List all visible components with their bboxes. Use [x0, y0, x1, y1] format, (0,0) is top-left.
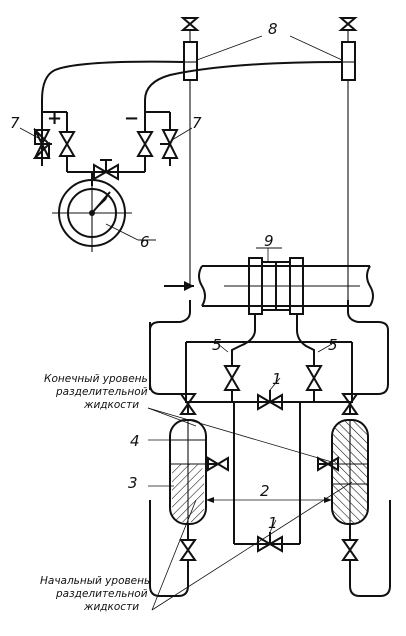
- purge-valve-right: [160, 112, 179, 166]
- callout-2: 2: [260, 482, 270, 500]
- callout-6: 6: [140, 233, 150, 251]
- shutoff-valve-5-left: [223, 365, 241, 402]
- initial-level-note-line-2: разделительной: [55, 588, 148, 600]
- purge-valve-left: [32, 127, 52, 166]
- condensation-vessel-right: [338, 17, 358, 81]
- condensation-vessel-left: [180, 17, 200, 286]
- final-level-note-line-1: Конечный уровень: [44, 373, 148, 385]
- plus-sign: +: [47, 108, 62, 129]
- top-valve-left-icon: [180, 17, 200, 31]
- pressure-gauge: [52, 172, 156, 252]
- pipeline-with-orifice: [164, 247, 374, 315]
- callout-8: 8: [268, 20, 278, 38]
- shutoff-valve-5-right: [305, 365, 323, 402]
- callout-7-left: 7: [10, 114, 20, 132]
- impulse-loop-right: [347, 300, 389, 384]
- gauge-valves: [42, 111, 170, 181]
- callout-7-right: 7: [192, 114, 202, 132]
- final-level-note-line-2: разделительной: [55, 386, 148, 398]
- impulse-loop-left: [149, 300, 191, 384]
- top-valve-right-icon: [338, 17, 358, 31]
- impulse-line-minus: [144, 61, 343, 132]
- equalizing-valve-1-upper: [232, 377, 314, 411]
- callout-5-left: 5: [212, 336, 222, 354]
- initial-level-note-line-1: Начальный уровень: [40, 575, 150, 587]
- separation-vessel-right: [317, 393, 369, 572]
- callout-5-right: 5: [328, 336, 338, 354]
- callout-1-upper: 1: [272, 370, 282, 388]
- callout-3: 3: [128, 474, 138, 492]
- callout-4: 4: [130, 432, 140, 450]
- callout-1-lower: 1: [268, 514, 278, 532]
- equalizing-valve-1-lower: [234, 519, 300, 553]
- initial-level-note-line-3: жидкости: [83, 601, 139, 613]
- separation-vessel-left: [169, 393, 229, 572]
- minus-sign: −: [124, 108, 139, 129]
- final-level-note-line-3: жидкости: [83, 399, 139, 411]
- impulse-line-plus: [41, 60, 185, 130]
- callout-9: 9: [264, 232, 274, 250]
